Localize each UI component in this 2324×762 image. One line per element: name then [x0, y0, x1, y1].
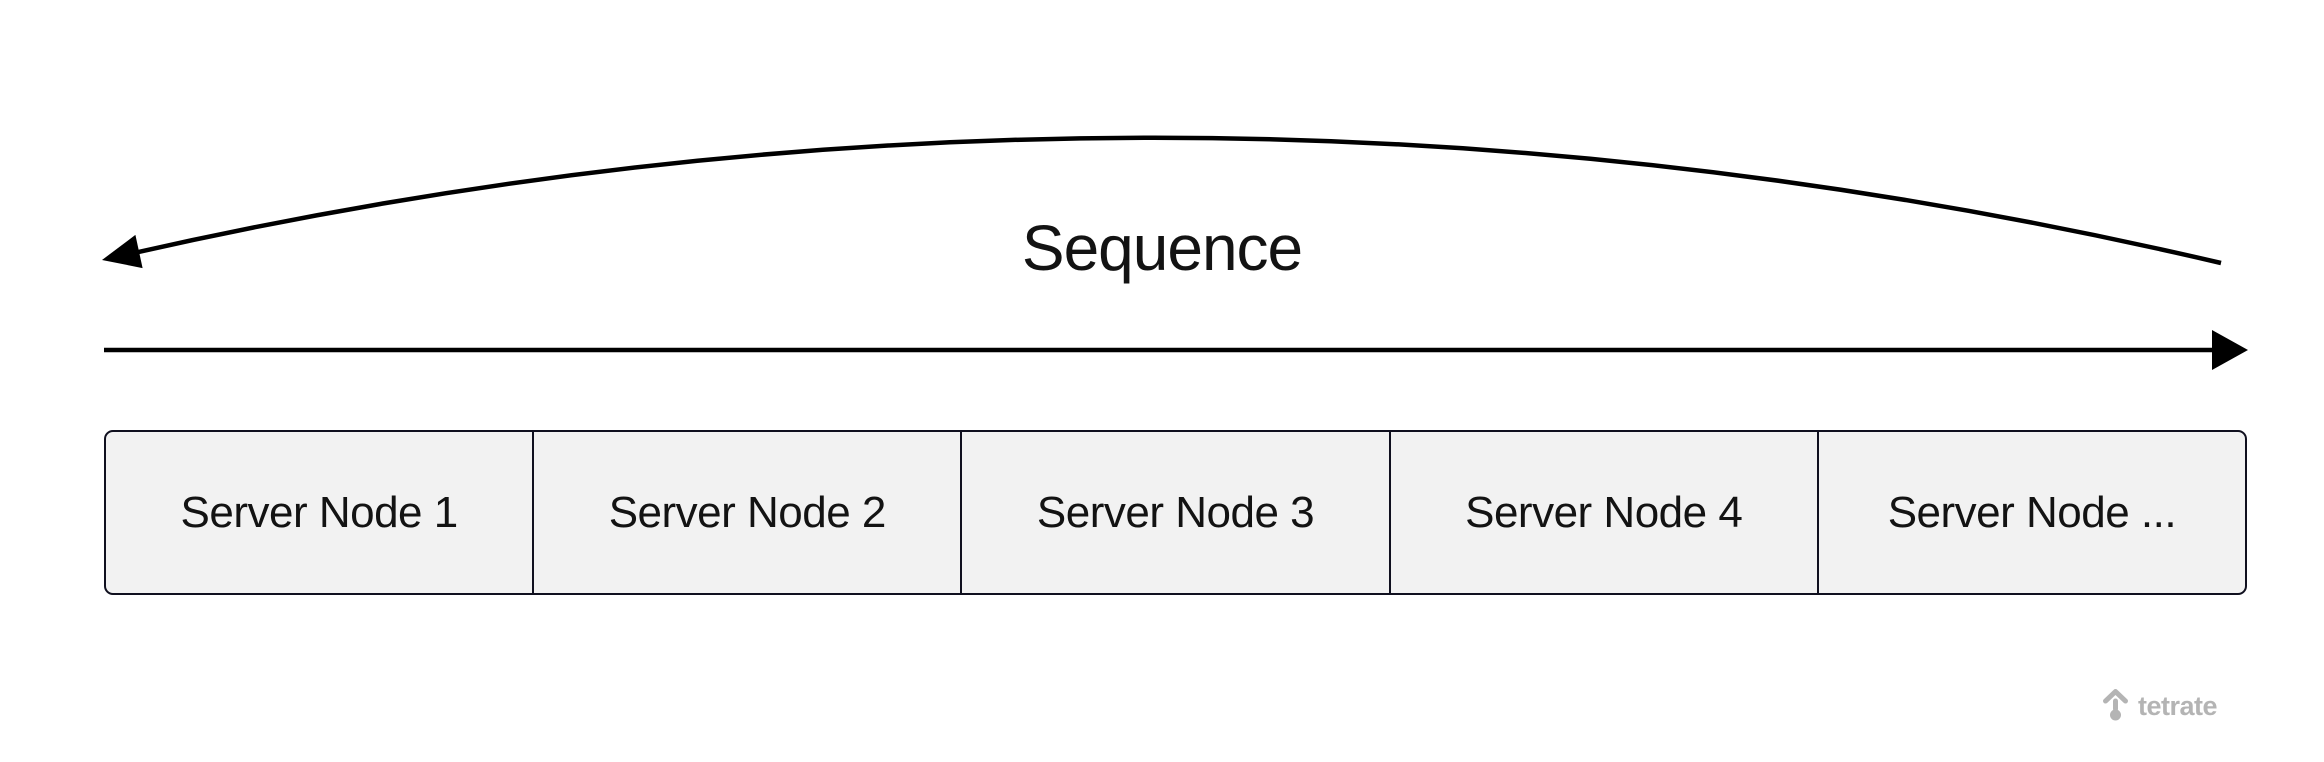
server-node-box-4: Server Node 4	[1391, 432, 1819, 593]
server-node-label: Server Node ...	[1887, 487, 2177, 537]
sequence-label: Sequence	[1021, 212, 1303, 284]
server-node-label: Server Node 2	[608, 487, 887, 537]
server-node-row: Server Node 1 Server Node 2 Server Node …	[104, 430, 2247, 595]
server-node-box-3: Server Node 3	[962, 432, 1391, 593]
server-node-label: Server Node 3	[1036, 487, 1315, 537]
forward-arrowhead-icon	[2212, 330, 2248, 370]
server-node-box-1: Server Node 1	[106, 432, 535, 593]
sequence-curve-arrowhead-icon	[102, 234, 143, 269]
server-node-label: Server Node 4	[1465, 487, 1743, 537]
tetrate-logo: tetrate	[2102, 688, 2218, 721]
tetrate-arrow-icon	[2103, 689, 2128, 721]
tetrate-logo-text: tetrate	[2138, 691, 2218, 721]
sequence-curve-arrow-line	[111, 135, 2222, 266]
server-node-label: Server Node 1	[180, 487, 459, 537]
server-node-box-2: Server Node 2	[534, 432, 963, 593]
server-node-box-more: Server Node ...	[1819, 432, 2245, 593]
